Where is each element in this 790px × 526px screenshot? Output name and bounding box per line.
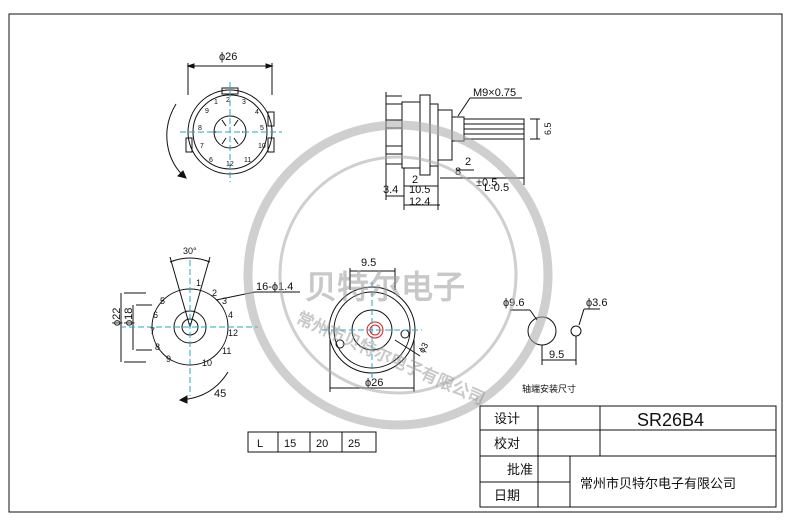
watermark-center: 贝特尔电子 xyxy=(305,268,465,306)
angle-45-label: 45 xyxy=(214,388,226,400)
title-block xyxy=(479,405,777,508)
length-value-25: 25 xyxy=(348,438,360,450)
side-view xyxy=(385,92,540,210)
svg-text:6: 6 xyxy=(209,157,213,164)
length-table xyxy=(247,431,377,453)
bottom-left-view xyxy=(120,256,300,404)
shaft-length-label: 6.5 xyxy=(543,122,553,135)
svg-text:7: 7 xyxy=(200,143,204,150)
length-table-header: L xyxy=(257,438,263,450)
svg-text:12: 12 xyxy=(226,161,234,168)
front-view xyxy=(322,268,422,392)
thread-label: M9×0.75 xyxy=(473,87,516,99)
side-dim-tol: ±0.5 xyxy=(476,177,497,189)
company-name: 常州市贝特尔电子有限公司 xyxy=(580,476,736,492)
svg-text:10: 10 xyxy=(202,358,212,368)
side-dim-12-4: 12.4 xyxy=(409,196,430,208)
svg-text:4: 4 xyxy=(228,310,233,320)
model-number: SR26B4 xyxy=(637,410,704,430)
svg-text:10: 10 xyxy=(258,143,266,150)
svg-text:12: 12 xyxy=(228,328,238,338)
svg-text:8: 8 xyxy=(198,125,202,132)
shaft-d2-label: ϕ3.6 xyxy=(586,297,607,309)
design-label: 设计 xyxy=(494,412,520,427)
length-value-20: 20 xyxy=(316,438,328,450)
watermark-seal xyxy=(243,120,553,430)
holes-label: 16-ϕ1.4 xyxy=(256,281,293,293)
svg-text:7: 7 xyxy=(150,326,155,336)
svg-text:2: 2 xyxy=(212,288,217,298)
svg-text:3: 3 xyxy=(222,296,227,306)
svg-text:11: 11 xyxy=(222,346,231,356)
side-dim-2a: 2 xyxy=(465,156,471,168)
svg-text:5: 5 xyxy=(160,296,165,306)
front-diameter-label: ϕ26 xyxy=(365,377,383,389)
svg-text:2: 2 xyxy=(226,97,230,104)
svg-text:1: 1 xyxy=(214,99,218,106)
top-view xyxy=(166,63,282,182)
svg-text:3: 3 xyxy=(242,99,246,106)
svg-text:11: 11 xyxy=(244,157,251,164)
svg-text:6: 6 xyxy=(153,310,158,320)
shaft-caption: 轴端安装尺寸 xyxy=(522,383,576,395)
dim-22-label: ϕ22 xyxy=(111,308,123,326)
top-position-digits: 2 3 4 5 10 11 12 6 7 8 91 xyxy=(198,97,266,168)
svg-text:5: 5 xyxy=(260,125,264,132)
dim-18-label: ϕ18 xyxy=(123,308,135,326)
side-dim-2b: 2 xyxy=(412,174,418,186)
angle-30-label: 30° xyxy=(183,246,197,256)
check-label: 校对 xyxy=(494,436,520,452)
front-dim-3: ϕ3 xyxy=(417,341,431,355)
svg-text:1: 1 xyxy=(196,278,201,288)
front-dim-9-5: 9.5 xyxy=(361,257,376,269)
top-diameter-label: ϕ26 xyxy=(219,51,237,63)
side-dim-L: L-0.5 xyxy=(484,182,509,194)
date-label: 日期 xyxy=(494,489,520,504)
svg-text:9: 9 xyxy=(166,354,171,364)
approve-label: 批准 xyxy=(507,463,533,478)
outer-frame xyxy=(8,13,783,513)
svg-text:4: 4 xyxy=(255,109,259,116)
side-dim-3-4: 3.4 xyxy=(383,184,398,196)
shaft-spacing-label: 9.5 xyxy=(549,349,564,361)
position-numbers: 1 2 3 4 5 6 7 8 9 10 11 12 xyxy=(150,278,238,368)
svg-text:8: 8 xyxy=(155,342,160,352)
side-dim-10-5: 10.5 xyxy=(409,184,430,196)
length-value-15: 15 xyxy=(284,438,296,450)
svg-text:9: 9 xyxy=(205,108,209,115)
